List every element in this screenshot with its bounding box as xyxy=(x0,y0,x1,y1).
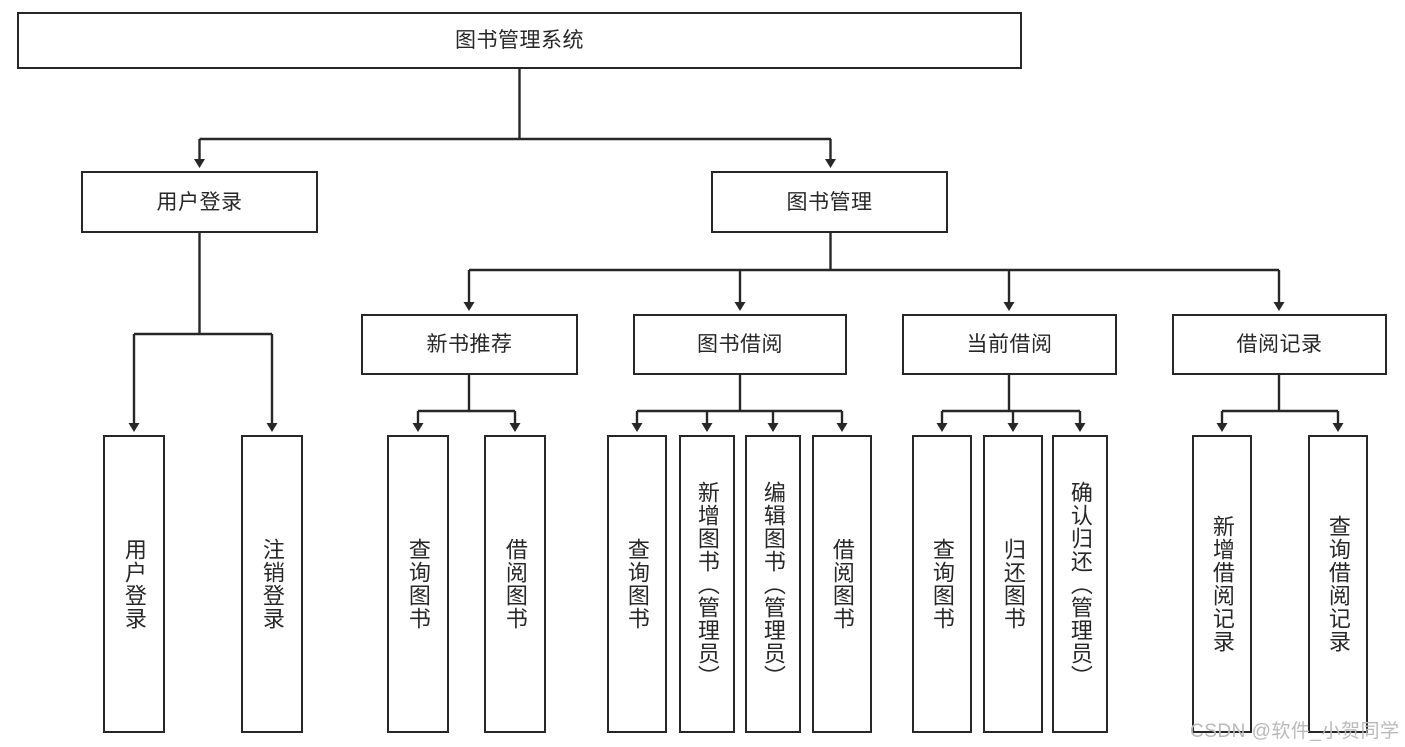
node-book-management[interactable]: 图书管理 xyxy=(711,171,948,233)
node-new-book-recommend[interactable]: 新书推荐 xyxy=(361,314,578,375)
node-query-book-borrow-label: 查询图书 xyxy=(624,538,650,630)
node-add-book-admin-label: 新增图书（管理员） xyxy=(694,480,720,688)
node-add-borrow-record-label: 新增借阅记录 xyxy=(1209,515,1235,653)
node-query-book-current[interactable]: 查询图书 xyxy=(912,435,972,733)
node-edit-book-admin[interactable]: 编辑图书（管理员） xyxy=(745,435,801,733)
node-logout-leaf[interactable]: 注销登录 xyxy=(241,435,303,733)
node-logout-leaf-label: 注销登录 xyxy=(259,538,285,630)
node-query-book-current-label: 查询图书 xyxy=(929,538,955,630)
node-query-borrow-record-label: 查询借阅记录 xyxy=(1325,515,1351,653)
node-return-book-current-label: 归还图书 xyxy=(1000,538,1026,630)
node-user-login-leaf[interactable]: 用户登录 xyxy=(103,435,165,733)
node-confirm-return-admin[interactable]: 确认归还（管理员） xyxy=(1052,435,1108,733)
node-user-login-label: 用户登录 xyxy=(156,190,243,214)
node-borrow-book-recommend[interactable]: 借阅图书 xyxy=(484,435,546,733)
node-book-borrow[interactable]: 图书借阅 xyxy=(633,314,847,375)
node-return-book-current[interactable]: 归还图书 xyxy=(983,435,1043,733)
node-query-book-recommend-label: 查询图书 xyxy=(405,538,431,630)
node-borrow-book-recommend-label: 借阅图书 xyxy=(502,538,528,630)
node-borrow-record[interactable]: 借阅记录 xyxy=(1172,314,1387,375)
node-query-book-borrow[interactable]: 查询图书 xyxy=(607,435,667,733)
node-book-management-label: 图书管理 xyxy=(786,190,873,214)
node-root-label: 图书管理系统 xyxy=(455,29,584,52)
node-book-borrow-label: 图书借阅 xyxy=(697,333,783,356)
node-root[interactable]: 图书管理系统 xyxy=(17,12,1022,69)
node-query-book-recommend[interactable]: 查询图书 xyxy=(387,435,449,733)
node-edit-book-admin-label: 编辑图书（管理员） xyxy=(760,480,786,688)
node-confirm-return-admin-label: 确认归还（管理员） xyxy=(1067,480,1093,688)
node-borrow-record-label: 借阅记录 xyxy=(1236,333,1323,356)
node-current-borrow[interactable]: 当前借阅 xyxy=(902,314,1117,375)
node-new-book-recommend-label: 新书推荐 xyxy=(426,333,513,356)
node-user-login-leaf-label: 用户登录 xyxy=(121,538,147,630)
node-current-borrow-label: 当前借阅 xyxy=(966,333,1053,356)
node-user-login[interactable]: 用户登录 xyxy=(81,171,318,233)
node-borrow-book-borrow[interactable]: 借阅图书 xyxy=(812,435,872,733)
node-add-book-admin[interactable]: 新增图书（管理员） xyxy=(679,435,735,733)
node-borrow-book-borrow-label: 借阅图书 xyxy=(829,538,855,630)
node-query-borrow-record[interactable]: 查询借阅记录 xyxy=(1308,435,1368,733)
node-add-borrow-record[interactable]: 新增借阅记录 xyxy=(1192,435,1252,733)
